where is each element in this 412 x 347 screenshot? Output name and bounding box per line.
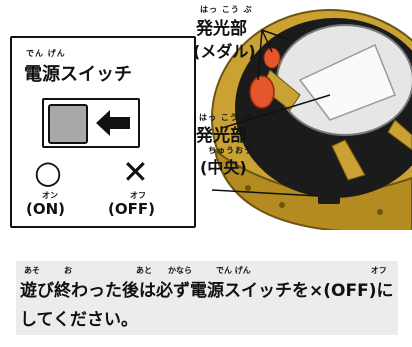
medal-light [249,75,275,109]
gold-spoke [331,139,366,181]
medal-light-sublabel: (メダル) [193,42,256,61]
callout-line [257,29,263,81]
illustration-area: はっ こう ぶ 発光部 (メダル) はっ こう ぶ 発光部 ちゅうおう (中央)… [10,5,412,230]
on-label: (ON) [26,200,66,218]
callout-line [261,29,291,41]
callout-line [211,189,319,197]
medal-light-ruby: はっ こう ぶ [200,5,253,14]
switch-knob [48,104,88,144]
center-light-label: 発光部 [196,126,247,146]
band-rivet [377,209,383,215]
center-light-sublabel: (中央) [200,158,247,177]
callout-line [221,94,331,129]
power-switch-diagram [42,98,140,148]
arrow-left-icon [96,110,130,136]
device-illustration [211,9,412,230]
power-switch-panel: でん げん 電源スイッチ ○ ✕ オン (ON) オフ (OFF) [10,36,196,228]
notice-line-2: してください。 [20,310,138,330]
notice-line-1: 遊び終わった後は必ず電源スイッチを×(OFF)に [20,281,394,301]
dome-highlight [298,43,396,121]
side-switch-slot [318,190,340,204]
off-label: (OFF) [108,200,155,218]
panel-title-ruby: でん げん [26,49,66,58]
medal-light-label: 発光部 [196,19,247,39]
gold-spoke [387,119,412,151]
band-rivet [279,202,285,208]
gold-body-band [213,147,412,230]
notice-box: あそ お あと かなら でん げん オフ 遊び終わった後は必ず電源スイッチを×(… [16,261,398,335]
off-cross-icon: ✕ [122,153,149,191]
off-ruby: オフ [130,191,146,200]
callout-line [261,29,273,53]
band-rivet [245,185,251,191]
medal-light [263,47,281,69]
center-light-sub-ruby: ちゅうおう [208,146,253,155]
notice-ruby: あそ お あと かなら でん げん オフ [24,266,387,275]
center-light-ruby: はっ こう ぶ [199,113,252,122]
panel-title: 電源スイッチ [24,64,132,85]
on-circle-icon: ○ [34,153,62,191]
on-ruby: オン [42,191,58,200]
